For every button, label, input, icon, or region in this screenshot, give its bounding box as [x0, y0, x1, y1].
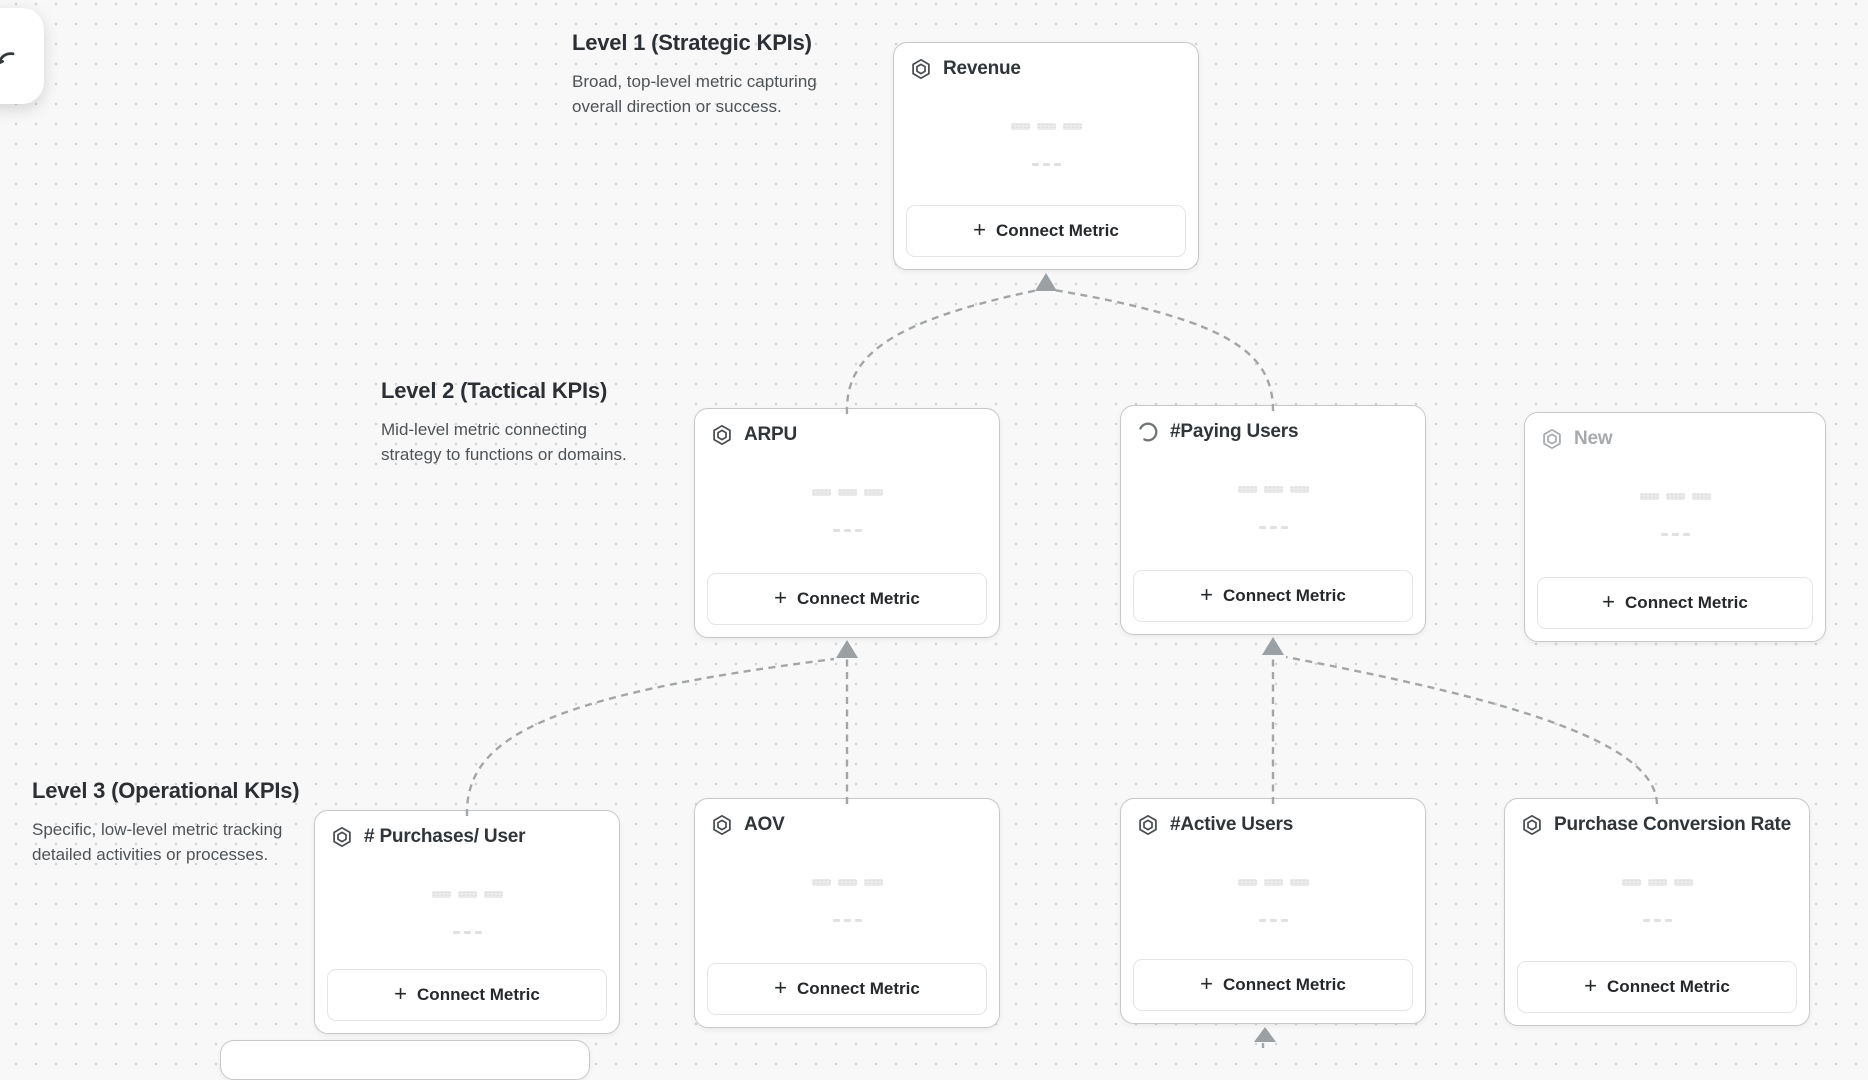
- plus-icon: +: [973, 217, 987, 242]
- arrowhead-into-paying-users: [1262, 637, 1284, 655]
- arrowhead-into-revenue: [1035, 273, 1057, 291]
- metric-card-title: #Active Users: [1170, 814, 1294, 835]
- metric-card-title: AOV: [744, 814, 785, 835]
- arrowhead-into-arpu: [836, 640, 858, 658]
- metric-skeleton-dashes: [695, 919, 999, 922]
- metric-card-title: Purchase Conversion Rate: [1554, 814, 1792, 835]
- level-2-label: Level 2 (Tactical KPIs) Mid-level metric…: [381, 378, 627, 467]
- metric-skeleton: [1121, 879, 1425, 886]
- metric-card-title: #Paying Users: [1170, 421, 1299, 442]
- metric-card-header: AOV: [695, 799, 999, 836]
- connect-metric-label: Connect Metric: [1625, 593, 1748, 612]
- metric-card-title: Revenue: [943, 58, 1021, 79]
- connect-metric-label: Connect Metric: [417, 985, 540, 1004]
- metric-skeleton: [1121, 486, 1425, 493]
- metric-card-header: ARPU: [695, 409, 999, 446]
- metric-skeleton-dashes: [1121, 919, 1425, 922]
- connect-metric-label: Connect Metric: [996, 221, 1119, 240]
- hexagon-metric-icon: [331, 826, 353, 848]
- plus-icon: +: [1200, 582, 1214, 607]
- metric-card-new[interactable]: New + Connect Metric: [1524, 412, 1826, 642]
- hexagon-metric-icon: [1137, 814, 1159, 836]
- plus-icon: +: [774, 585, 788, 610]
- metric-card-partial[interactable]: [220, 1040, 590, 1080]
- metric-skeleton: [1505, 879, 1809, 886]
- connect-metric-label: Connect Metric: [797, 979, 920, 998]
- metric-card-title: New: [1574, 428, 1613, 449]
- edge-pcr-paying-users: [1285, 655, 1659, 805]
- cursor-icon: [0, 52, 15, 65]
- metric-card-header: #Active Users: [1121, 799, 1425, 836]
- spinner-icon: [1137, 421, 1159, 443]
- level-3-label: Level 3 (Operational KPIs) Specific, low…: [32, 778, 300, 867]
- connect-metric-button[interactable]: + Connect Metric: [1133, 959, 1413, 1011]
- plus-icon: +: [1602, 589, 1616, 614]
- metric-skeleton: [894, 123, 1198, 130]
- plus-icon: +: [1584, 973, 1598, 998]
- metric-skeleton-dashes: [1505, 919, 1809, 922]
- edge-purchases-arpu: [465, 657, 835, 817]
- metric-skeleton: [695, 879, 999, 886]
- connect-metric-label: Connect Metric: [1607, 977, 1730, 996]
- metric-card-header: #Paying Users: [1121, 406, 1425, 443]
- metric-skeleton: [695, 489, 999, 496]
- metric-skeleton-dashes: [1121, 526, 1425, 529]
- metric-card-purchases-per-user[interactable]: # Purchases/ User + Connect Metric: [314, 810, 620, 1034]
- metric-card-header: Revenue: [894, 43, 1198, 80]
- connect-metric-button[interactable]: + Connect Metric: [1537, 577, 1813, 629]
- metric-skeleton-dashes: [1525, 533, 1825, 536]
- level-1-description: Broad, top-level metric capturing overal…: [572, 72, 817, 116]
- hexagon-metric-icon: [1541, 428, 1563, 450]
- plus-icon: +: [774, 975, 788, 1000]
- level-2-title: Level 2 (Tactical KPIs): [381, 378, 608, 403]
- level-1-label: Level 1 (Strategic KPIs) Broad, top-leve…: [572, 30, 817, 119]
- level-2-description: Mid-level metric connecting strategy to …: [381, 420, 627, 464]
- metric-card-aov[interactable]: AOV + Connect Metric: [694, 798, 1000, 1028]
- metric-card-purchase-conversion-rate[interactable]: Purchase Conversion Rate + Connect Metri…: [1504, 798, 1810, 1026]
- hexagon-metric-icon: [711, 814, 733, 836]
- connect-metric-label: Connect Metric: [797, 589, 920, 608]
- metric-card-paying-users[interactable]: #Paying Users + Connect Metric: [1120, 405, 1426, 635]
- metric-card-revenue[interactable]: Revenue + Connect Metric: [893, 42, 1199, 270]
- connect-metric-button[interactable]: + Connect Metric: [707, 573, 987, 625]
- plus-icon: +: [394, 981, 408, 1006]
- hexagon-metric-icon: [910, 58, 932, 80]
- metric-card-title: ARPU: [744, 424, 798, 445]
- metric-card-header: New: [1525, 413, 1825, 450]
- metric-card-header: Purchase Conversion Rate: [1505, 799, 1809, 836]
- metric-card-arpu[interactable]: ARPU + Connect Metric: [694, 408, 1000, 638]
- level-3-title: Level 3 (Operational KPIs): [32, 778, 300, 803]
- metric-card-title: # Purchases/ User: [364, 826, 526, 847]
- metric-card-header: # Purchases/ User: [315, 811, 619, 848]
- connect-metric-button[interactable]: + Connect Metric: [707, 963, 987, 1015]
- plus-icon: +: [1200, 971, 1214, 996]
- level-3-description: Specific, low-level metric tracking deta…: [32, 820, 283, 864]
- level-1-title: Level 1 (Strategic KPIs): [572, 30, 812, 55]
- edge-arpu-revenue: [845, 288, 1039, 415]
- metric-skeleton-dashes: [315, 931, 619, 934]
- metric-skeleton: [1525, 493, 1825, 500]
- hexagon-metric-icon: [711, 424, 733, 446]
- connect-metric-button[interactable]: + Connect Metric: [906, 205, 1186, 257]
- connect-metric-button[interactable]: + Connect Metric: [1133, 570, 1413, 622]
- metric-card-active-users[interactable]: #Active Users + Connect Metric: [1120, 798, 1426, 1024]
- connect-metric-label: Connect Metric: [1223, 975, 1346, 994]
- metric-skeleton-dashes: [894, 163, 1198, 166]
- edge-paying-users-revenue: [1053, 288, 1275, 412]
- connect-metric-label: Connect Metric: [1223, 586, 1346, 605]
- metric-skeleton-dashes: [695, 529, 999, 532]
- arrowhead-into-active-users: [1254, 1027, 1276, 1042]
- connect-metric-button[interactable]: + Connect Metric: [327, 969, 607, 1021]
- connect-metric-button[interactable]: + Connect Metric: [1517, 961, 1797, 1013]
- metric-skeleton: [315, 891, 619, 898]
- hexagon-metric-icon: [1521, 814, 1543, 836]
- toolbar-card[interactable]: [0, 8, 44, 104]
